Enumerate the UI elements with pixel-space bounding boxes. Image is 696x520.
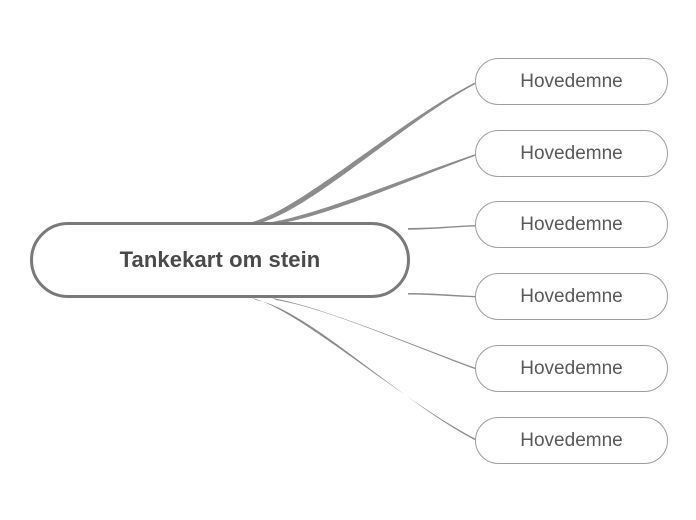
- branch-node-label: Hovedemne: [520, 70, 623, 92]
- connector-branch-4: [408, 293, 476, 298]
- connector-branch-1: [252, 82, 476, 224]
- connector-branch-5: [272, 298, 476, 370]
- branch-node-3[interactable]: Hovedemne: [475, 201, 668, 248]
- branch-node-label: Hovedemne: [520, 429, 623, 451]
- branch-node-6[interactable]: Hovedemne: [475, 417, 668, 464]
- branch-node-4[interactable]: Hovedemne: [475, 273, 668, 320]
- branch-node-2[interactable]: Hovedemne: [475, 130, 668, 177]
- branch-node-5[interactable]: Hovedemne: [475, 345, 668, 392]
- root-node-label: Tankekart om stein: [119, 247, 321, 272]
- connector-branch-2: [272, 154, 476, 224]
- branch-node-1[interactable]: Hovedemne: [475, 58, 668, 105]
- branch-node-label: Hovedemne: [520, 285, 623, 307]
- branch-node-label: Hovedemne: [520, 142, 623, 164]
- connector-branch-3: [408, 225, 476, 230]
- branch-node-label: Hovedemne: [520, 213, 623, 235]
- branch-node-label: Hovedemne: [520, 357, 623, 379]
- connector-branch-6: [252, 298, 476, 441]
- root-node[interactable]: Tankekart om stein: [30, 222, 410, 298]
